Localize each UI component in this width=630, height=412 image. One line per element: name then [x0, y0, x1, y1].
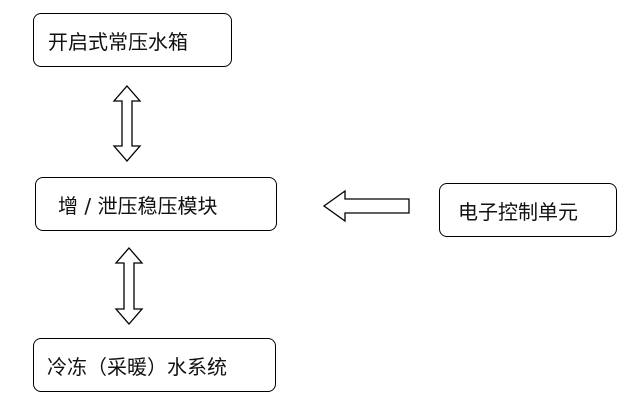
node-pressure-module-label: 增 / 泄压稳压模块	[58, 193, 218, 218]
double-arrow-top	[112, 85, 142, 162]
node-open-tank-label: 开启式常压水箱	[48, 29, 188, 54]
node-loop-system-label: 冷冻（采暖）水系统	[47, 354, 227, 379]
double-arrow-bottom	[114, 247, 144, 325]
arrow-control-to-module	[322, 189, 410, 223]
node-control-unit: 电子控制单元	[439, 183, 617, 237]
node-loop-system: 冷冻（采暖）水系统	[33, 338, 276, 392]
node-open-tank: 开启式常压水箱	[33, 13, 232, 67]
node-control-unit-label: 电子控制单元	[458, 199, 578, 224]
node-pressure-module: 增 / 泄压稳压模块	[35, 177, 277, 231]
